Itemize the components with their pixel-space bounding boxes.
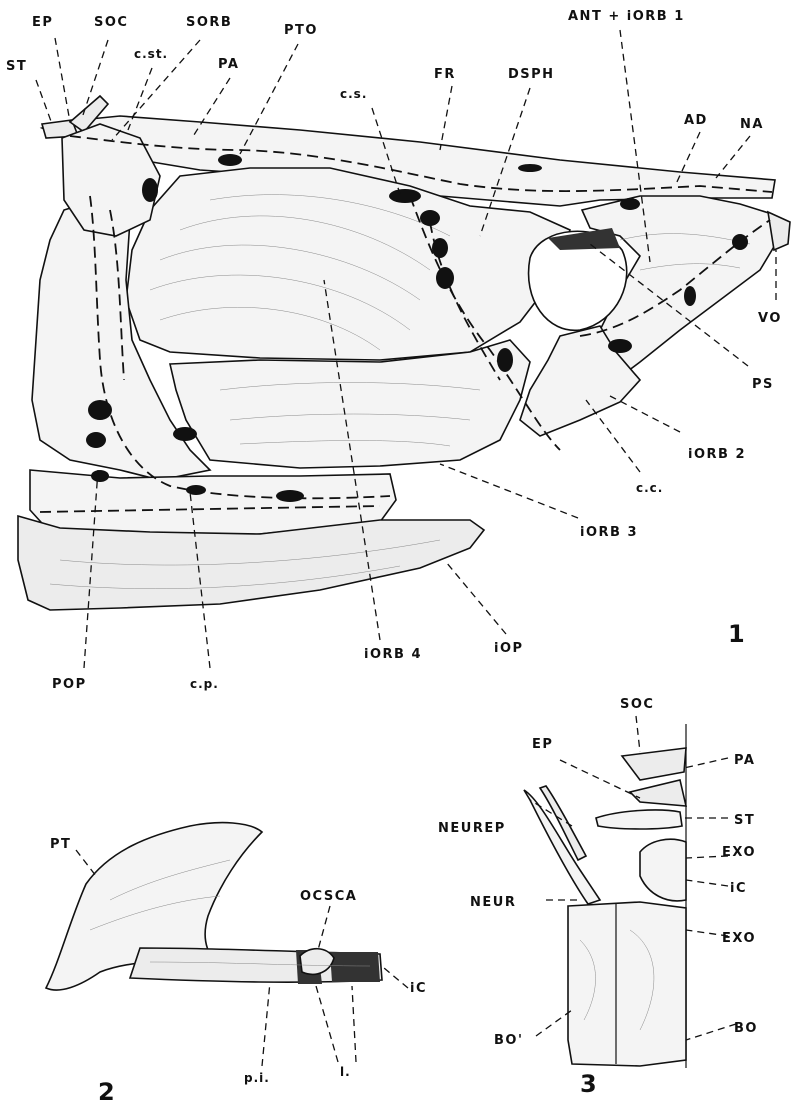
label-pto: PTO bbox=[284, 23, 318, 38]
label-ant-iorb1: ANT + iORB 1 bbox=[568, 9, 685, 24]
label-ep: EP bbox=[32, 15, 53, 30]
label-iorb2: iORB 2 bbox=[688, 447, 746, 462]
label-ocsca: OCSCA bbox=[300, 889, 357, 904]
label-na: NA bbox=[740, 117, 764, 132]
label-exo-lower: EXO bbox=[722, 931, 756, 946]
label-bo-prime: BO' bbox=[494, 1033, 523, 1048]
st-process bbox=[596, 810, 682, 829]
figure-number-1: 1 bbox=[728, 620, 745, 648]
label-vo: VO bbox=[758, 311, 782, 326]
figure-2-posttemporal: PT OCSCA iC p.i. l. 2 bbox=[46, 823, 427, 1105]
label-iorb4: iORB 4 bbox=[364, 647, 422, 662]
label-cs: c.s. bbox=[340, 87, 367, 101]
label-pi: p.i. bbox=[244, 1071, 270, 1085]
label-ad: AD bbox=[684, 113, 708, 128]
label-ep-fig3: EP bbox=[532, 737, 553, 752]
figure-number-3: 3 bbox=[580, 1070, 597, 1098]
label-sorb: SORB bbox=[186, 15, 232, 30]
label-ic-fig3: iC bbox=[730, 881, 747, 896]
label-pop: POP bbox=[52, 677, 87, 692]
bo-centrum bbox=[568, 902, 686, 1066]
ic-ossification bbox=[330, 952, 380, 982]
label-ic-fig2: iC bbox=[410, 981, 427, 996]
soc-bone-fig3 bbox=[622, 748, 686, 780]
label-dsph: DSPH bbox=[508, 67, 555, 82]
exo-upper bbox=[640, 839, 686, 901]
label-cst: c.st. bbox=[134, 47, 168, 61]
label-iorb3: iORB 3 bbox=[580, 525, 638, 540]
figure-1-skull: EP SOC SORB PTO ANT + iORB 1 ST c.st. PA… bbox=[6, 9, 790, 692]
figure-3-occipital: SOC EP PA ST NEUREP EXO iC NEUR EXO BO' … bbox=[438, 697, 758, 1098]
figure-number-2: 2 bbox=[98, 1078, 115, 1105]
label-iop: iOP bbox=[494, 641, 524, 656]
label-cp: c.p. bbox=[190, 677, 219, 691]
label-pa: PA bbox=[218, 57, 239, 72]
neural-spine bbox=[524, 790, 600, 904]
label-neurep: NEUREP bbox=[438, 821, 506, 836]
label-neur: NEUR bbox=[470, 895, 516, 910]
label-soc: SOC bbox=[94, 15, 128, 30]
label-l: l. bbox=[340, 1065, 351, 1079]
label-pt: PT bbox=[50, 837, 71, 852]
label-pa-fig3: PA bbox=[734, 753, 755, 768]
epiotic-process bbox=[630, 780, 686, 806]
label-st: ST bbox=[6, 59, 27, 74]
label-soc-fig3: SOC bbox=[620, 697, 654, 712]
label-ps: PS bbox=[752, 377, 774, 392]
label-exo-upper: EXO bbox=[722, 845, 756, 860]
label-cc: c.c. bbox=[636, 481, 663, 495]
label-bo: BO bbox=[734, 1021, 758, 1036]
label-st-fig3: ST bbox=[734, 813, 755, 828]
label-fr: FR bbox=[434, 67, 456, 82]
